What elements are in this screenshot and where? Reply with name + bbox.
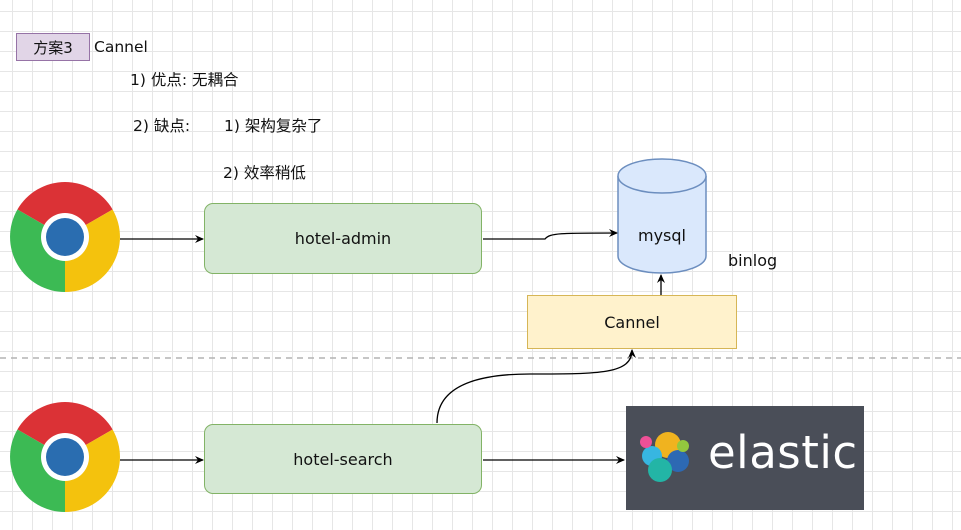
cons-item-1: 1) 架构复杂了 [224, 117, 323, 135]
cannel-label: Cannel [604, 312, 660, 332]
database-cylinder-icon [617, 158, 707, 274]
hotel-search-label: hotel-search [293, 449, 393, 469]
mysql-label: mysql [638, 226, 686, 245]
cons-label: 2) 缺点: [133, 117, 191, 135]
plan-tag: 方案3 [16, 33, 90, 61]
hotel-admin-label: hotel-admin [294, 229, 392, 248]
pros-text: 1) 优点: 无耦合 [130, 71, 239, 89]
chrome-icon [10, 182, 120, 292]
hotel-search-node[interactable]: hotel-search [204, 424, 482, 494]
elastic-wordmark: elastic [708, 426, 858, 479]
edge-search-to-cannel [436, 349, 636, 424]
plan-name: Cannel [94, 38, 148, 56]
cannel-node[interactable]: Cannel [527, 295, 737, 349]
binlog-label: binlog [728, 251, 778, 270]
cons-item-2: 2) 效率稍低 [223, 164, 306, 182]
edge-admin-to-mysql [483, 229, 618, 240]
hotel-admin-node[interactable]: hotel-admin [204, 203, 482, 274]
chrome-icon [10, 402, 120, 512]
elastic-node[interactable] [626, 406, 864, 510]
